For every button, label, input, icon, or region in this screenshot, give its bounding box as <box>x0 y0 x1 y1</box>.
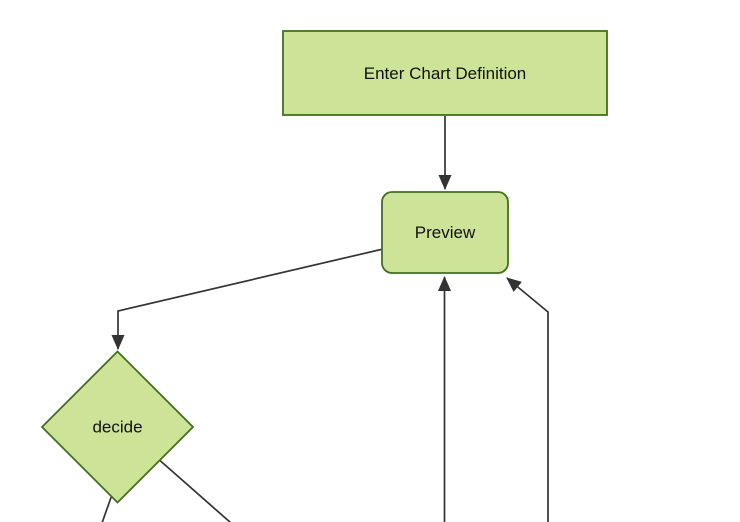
node-enter-chart-definition-label: Enter Chart Definition <box>364 64 527 83</box>
node-preview-label: Preview <box>415 223 476 242</box>
node-decide-shape <box>40 350 195 504</box>
node-preview-shape <box>381 191 509 274</box>
node-decide: decide <box>40 350 195 504</box>
edge-preview-to-decide <box>111 248 384 350</box>
edge-decide-to-offscreen-bottom-right <box>155 456 232 522</box>
node-decide-label: decide <box>92 418 142 437</box>
edge-offscreen-to-preview-right <box>506 277 549 522</box>
node-enter-chart-definition-shape <box>282 30 608 116</box>
node-enter-chart-definition: Enter Chart Definition <box>282 30 608 116</box>
edge-layer <box>101 116 549 522</box>
node-preview: Preview <box>381 191 509 274</box>
